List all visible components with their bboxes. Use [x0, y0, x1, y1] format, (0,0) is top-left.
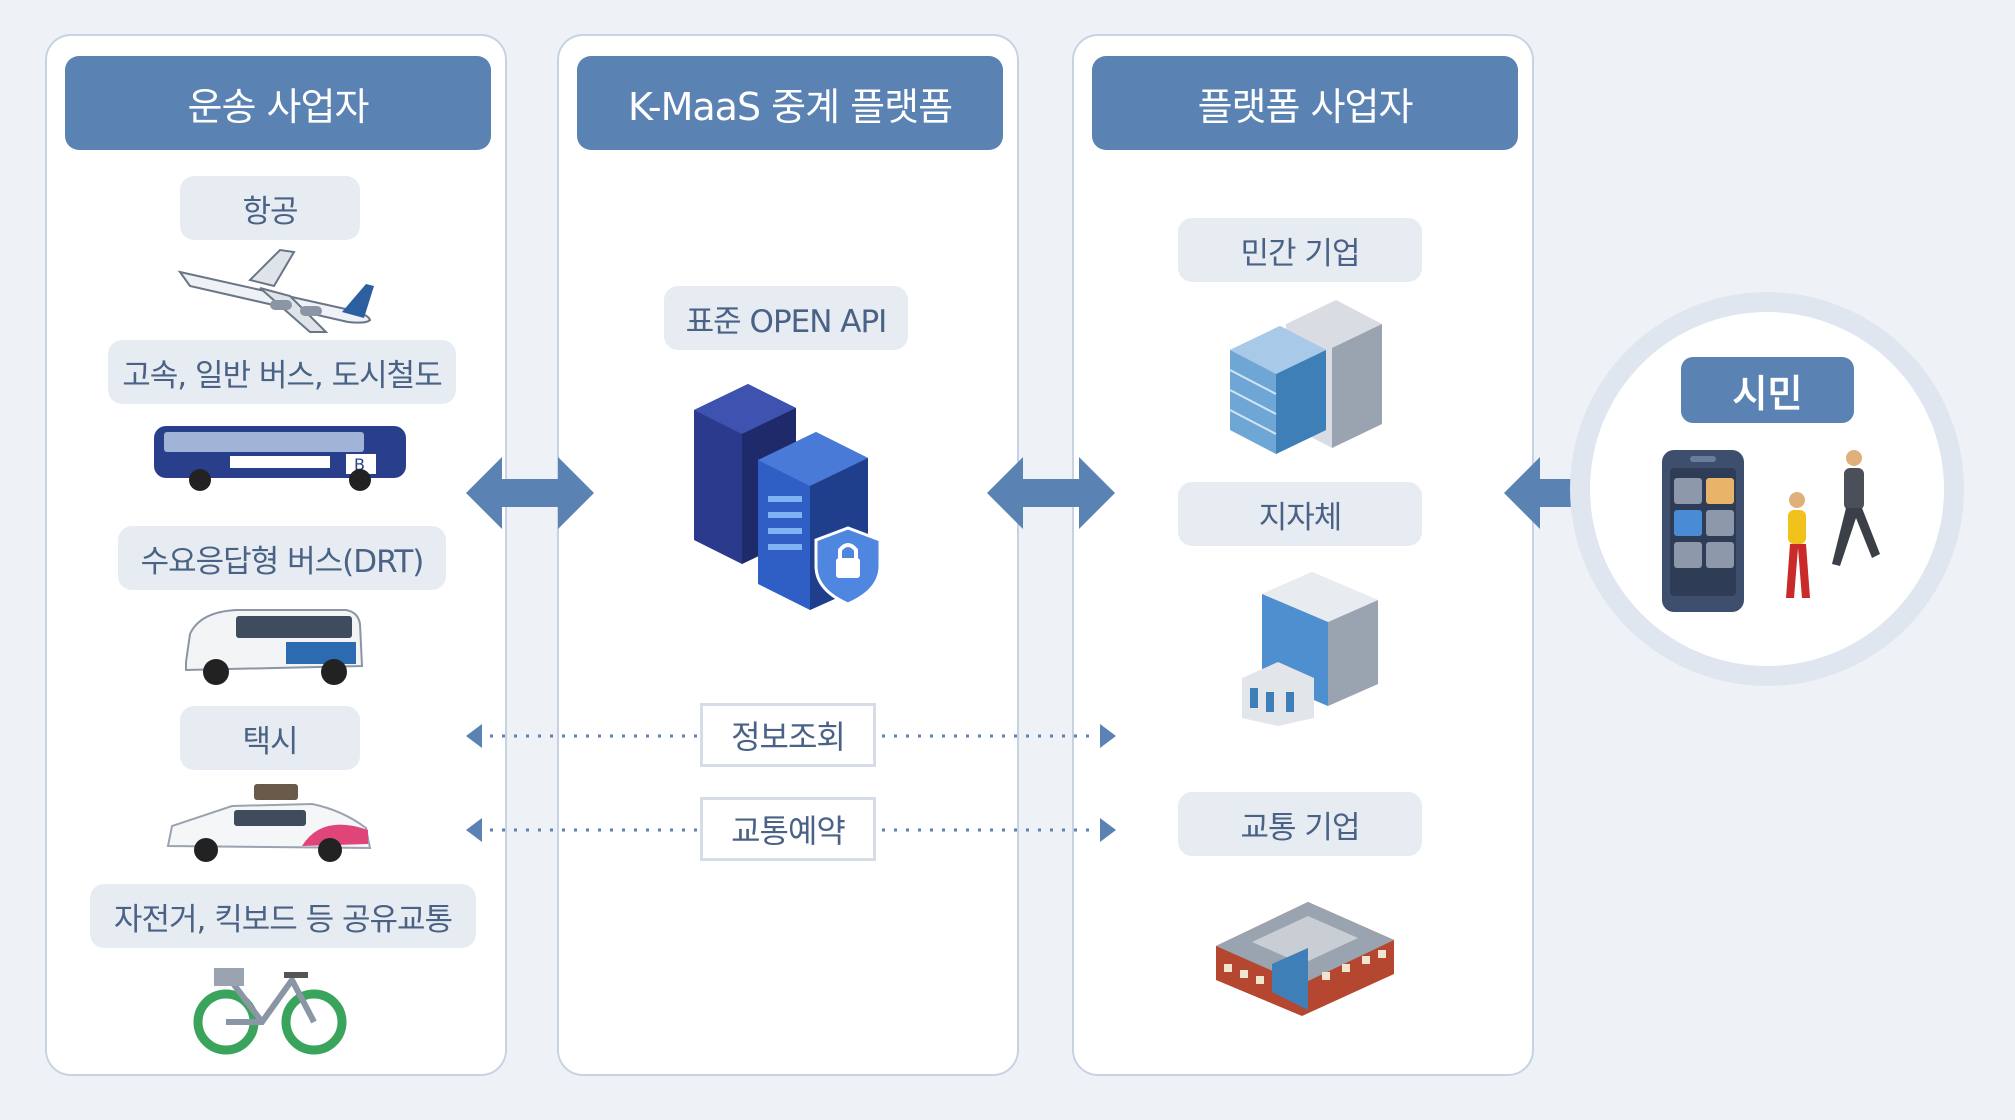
operator-label-taxi: 택시 [180, 706, 360, 770]
operator-label-shared: 자전거, 킥보드 등 공유교통 [90, 884, 476, 948]
info-query-flow-line [466, 724, 1116, 748]
reservation-label: 교통예약 [700, 797, 876, 861]
providers-header: 플랫폼 사업자 [1092, 56, 1518, 150]
platform-header: K-MaaS 중계 플랫폼 [577, 56, 1003, 150]
reservation-flow-line [466, 818, 1116, 842]
operators-platform-arrow-icon [466, 457, 594, 529]
svg-text:B: B [354, 455, 365, 474]
taxi-icon [166, 784, 372, 862]
provider-label-local-gov: 지자체 [1178, 482, 1422, 546]
government-building-icon [1242, 572, 1378, 726]
office-building-icon [1229, 300, 1382, 454]
operator-label-air: 항공 [180, 176, 360, 240]
operator-label-drt: 수요응답형 버스(DRT) [118, 526, 446, 590]
van-icon [185, 609, 364, 685]
providers-panel: 플랫폼 사업자 [1072, 34, 1534, 1076]
bus-icon: B [154, 426, 406, 491]
operators-header: 운송 사업자 [65, 56, 491, 150]
info-query-label: 정보조회 [700, 703, 876, 767]
company-building-icon [1216, 902, 1394, 1016]
provider-label-private: 민간 기업 [1178, 218, 1422, 282]
bicycle-icon [193, 968, 347, 1055]
airplane-icon [177, 248, 374, 333]
citizen-phone-icon [1662, 450, 1880, 612]
platform-providers-arrow-icon [987, 457, 1115, 529]
operator-label-bus: 고속, 일반 버스, 도시철도 [108, 340, 456, 404]
citizen-label: 시민 [1681, 357, 1854, 423]
open-api-label: 표준 OPEN API [664, 286, 908, 350]
server-icon [694, 384, 882, 610]
provider-label-transport-co: 교통 기업 [1178, 792, 1422, 856]
